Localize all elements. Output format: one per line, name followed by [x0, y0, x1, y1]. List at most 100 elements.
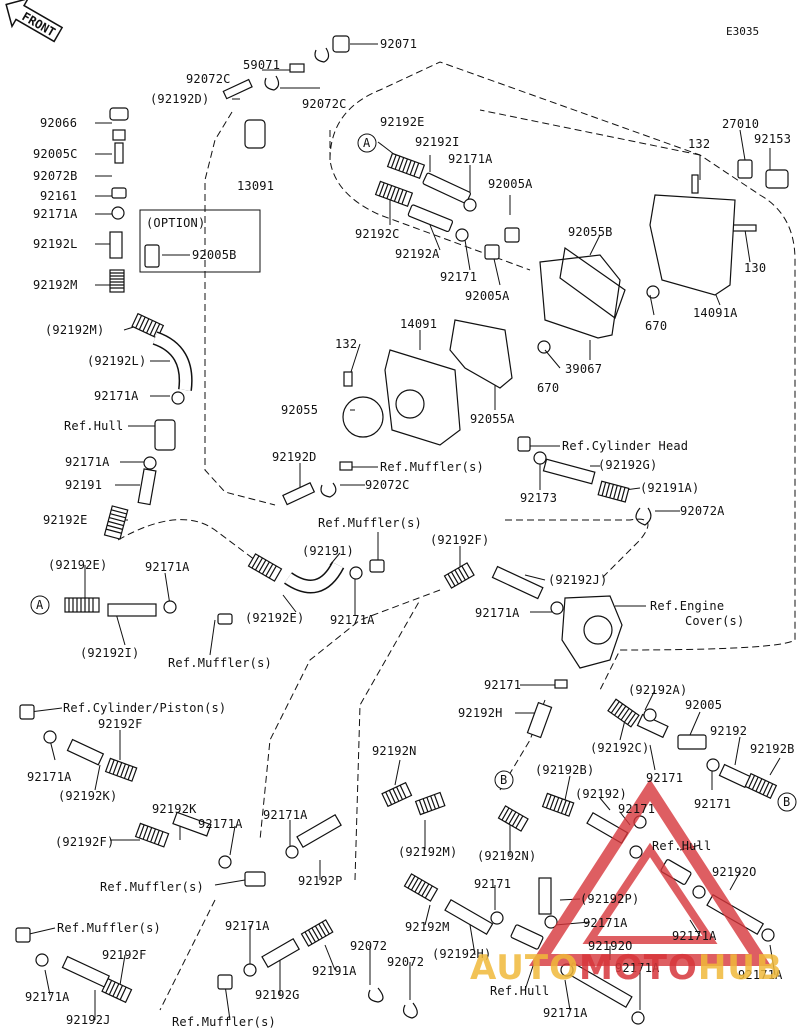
part-label: 92192M	[33, 278, 78, 292]
ref-label: Ref.Hull	[652, 839, 712, 853]
part-label: 14091	[400, 317, 438, 331]
part-label: 92192L	[33, 237, 78, 251]
part-label: 92171A	[672, 929, 717, 943]
part-label: 92171A	[225, 919, 270, 933]
part-label: (92192A)	[628, 683, 688, 697]
part-label: (92192H)	[432, 947, 492, 961]
part-label: (92192M)	[398, 845, 458, 859]
part-label: 132	[335, 337, 358, 351]
diagram-code: E3035	[726, 25, 760, 38]
part-label: 92171A	[33, 207, 78, 221]
part-label: 92072C	[302, 97, 347, 111]
part-label: 92171A	[263, 808, 308, 822]
part-label: 92192J	[66, 1013, 111, 1027]
part-label: 130	[744, 261, 767, 275]
part-label: 92192E	[380, 115, 425, 129]
part-label: 92071	[380, 37, 418, 51]
part-label: 92192I	[415, 135, 460, 149]
watermark: AUTOMOTOHUB	[470, 948, 783, 988]
part-label: 92171A	[475, 606, 520, 620]
marker-b: B	[500, 773, 508, 787]
part-label: 92191A	[312, 964, 357, 978]
part-label: 92171	[440, 270, 478, 284]
part-label: 92171A	[94, 389, 139, 403]
part-label: 39067	[565, 362, 603, 376]
part-label: 92192B	[750, 742, 795, 756]
part-label: (92192G)	[598, 458, 658, 472]
part-label: (92192D)	[150, 92, 210, 106]
watermark-part2: MOTO	[578, 948, 698, 988]
ref-label: Ref.Cylinder Head	[562, 439, 689, 453]
part-label: (92192)	[575, 787, 627, 801]
part-label: 92192K	[152, 802, 197, 816]
part-label: 92055A	[470, 412, 515, 426]
part-label: (92192I)	[80, 646, 140, 660]
part-label: (92192F)	[55, 835, 115, 849]
part-label: 92171A	[615, 961, 660, 975]
part-label: 13091	[237, 179, 275, 193]
part-label: (92191A)	[640, 481, 700, 495]
part-label: 92005C	[33, 147, 78, 161]
part-label: 132	[688, 137, 711, 151]
part-label: 92192E	[43, 513, 88, 527]
ref-label: Ref.Muffler(s)	[100, 880, 204, 894]
part-label: (92191)	[302, 544, 354, 558]
part-label: 59071	[243, 58, 281, 72]
part-label: 14091A	[693, 306, 738, 320]
part-label: 92171A	[145, 560, 190, 574]
front-arrow-icon: FRONT	[5, 0, 64, 43]
part-label: (92192J)	[548, 573, 608, 587]
part-label: 92072A	[680, 504, 725, 518]
part-label: 92171	[646, 771, 684, 785]
part-label: 92055B	[568, 225, 613, 239]
part-label: 92171A	[330, 613, 375, 627]
part-label: (92192M)	[45, 323, 105, 337]
part-label: (92192E)	[48, 558, 108, 572]
part-label: 92192A	[395, 247, 440, 261]
part-label: 92072C	[186, 72, 231, 86]
ref-label: Ref.Muffler(s)	[168, 656, 272, 670]
ref-label: Ref.Engine	[650, 599, 725, 613]
part-label: (92192B)	[535, 763, 595, 777]
part-label: 92161	[40, 189, 78, 203]
part-label: 670	[645, 319, 668, 333]
part-label: 92171A	[583, 916, 628, 930]
watermark-part3: HUB	[697, 948, 783, 988]
part-label: 92192O	[588, 939, 633, 953]
part-label: 92072C	[365, 478, 410, 492]
part-label: 92171A	[448, 152, 493, 166]
option-title: (OPTION)	[146, 216, 206, 230]
part-label: (92192C)	[590, 741, 650, 755]
ref-label: Ref.Cylinder/Piston(s)	[63, 701, 227, 715]
part-label: 92171A	[543, 1006, 588, 1020]
part-label: (92192L)	[87, 354, 147, 368]
part-label: 92192P	[298, 874, 343, 888]
ref-label: Ref.Muffler(s)	[318, 516, 422, 530]
part-label: 92055	[281, 403, 319, 417]
part-label: (92192N)	[477, 849, 537, 863]
part-label: 92192N	[372, 744, 417, 758]
part-label: (92192E)	[245, 611, 305, 625]
marker-b: B	[783, 795, 791, 809]
part-label: 92171A	[27, 770, 72, 784]
part-label: 92005A	[488, 177, 533, 191]
part-label: 92173	[520, 491, 558, 505]
part-label: 92171	[484, 678, 522, 692]
part-label: (92192F)	[430, 533, 490, 547]
ref-label: Ref.Hull	[490, 984, 550, 998]
part-label: 92192	[710, 724, 748, 738]
part-label: 92192O	[712, 865, 757, 879]
part-label: 670	[537, 381, 560, 395]
ref-label: Ref.Muffler(s)	[172, 1015, 276, 1029]
part-label: (92192P)	[580, 892, 640, 906]
part-label: 92005B	[192, 248, 237, 262]
part-label: 92171	[694, 797, 732, 811]
part-label: 92192G	[255, 988, 300, 1002]
part-label: (92192K)	[58, 789, 118, 803]
ref-label: Cover(s)	[685, 614, 745, 628]
part-label: 92005	[685, 698, 723, 712]
part-label: 92072B	[33, 169, 78, 183]
part-label: 92192F	[102, 948, 147, 962]
